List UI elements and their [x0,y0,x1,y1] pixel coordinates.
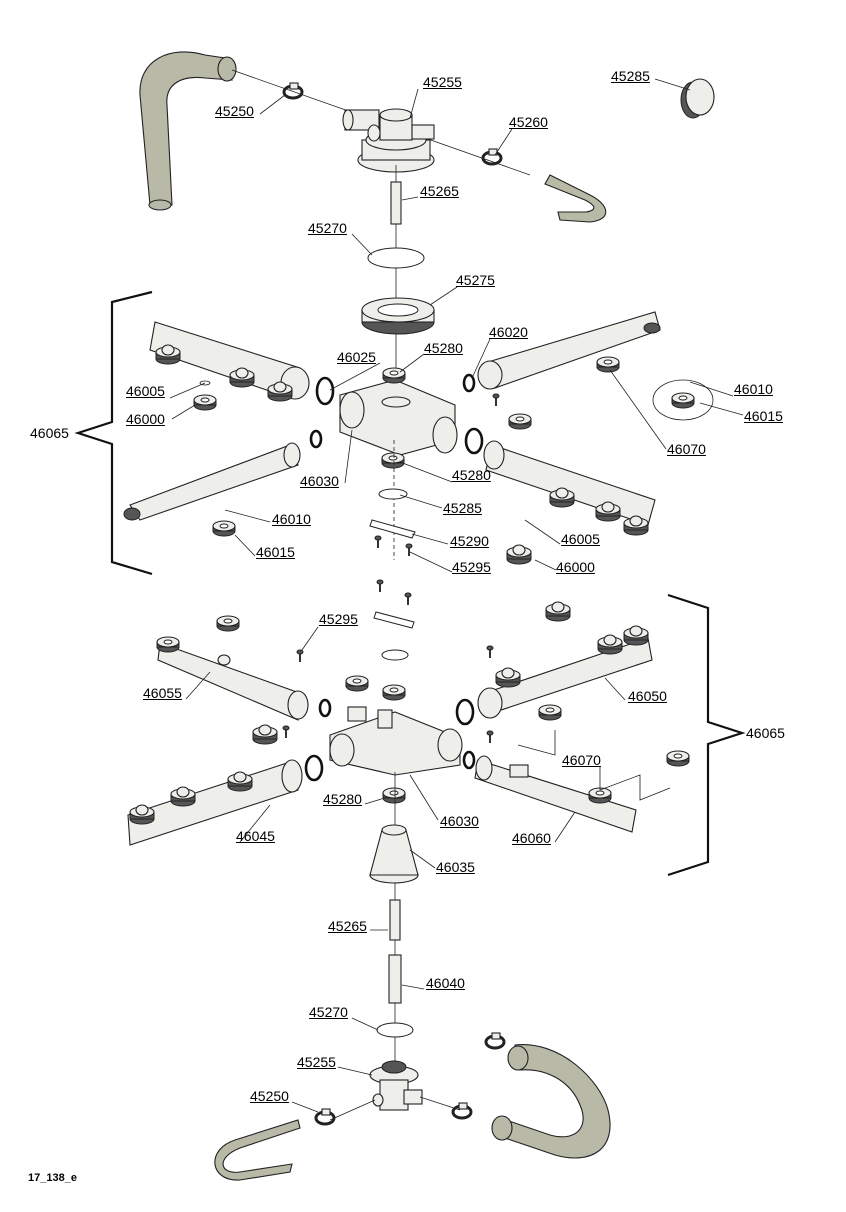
part-label: 46055 [143,685,182,701]
hose-bottom-left [214,1119,301,1181]
part-label: 45280 [424,340,463,356]
part-label: 46025 [337,349,376,365]
part-label: 46020 [489,324,528,340]
part-label: 46030 [440,813,479,829]
part-label: 45250 [215,103,254,119]
part-label: 45270 [309,1004,348,1020]
part-label: 45280 [452,467,491,483]
end-cap [680,78,715,119]
part-label: 45295 [452,559,491,575]
part-label: 46050 [628,688,667,704]
part-label: 45290 [450,533,489,549]
part-label: 46005 [126,383,165,399]
part-label: 45260 [509,114,548,130]
part-label: 45265 [328,918,367,934]
part-label: 45285 [611,68,650,84]
shaft-45265 [390,181,402,225]
part-label: 46065 [746,725,785,741]
bottom-assembly [214,1031,611,1181]
part-label: 45275 [456,272,495,288]
distributor-head-bottom [369,1060,423,1111]
tube-46040 [388,954,402,1004]
part-label: 46015 [256,544,295,560]
part-label: 45280 [323,791,362,807]
part-label: 45255 [297,1054,336,1070]
part-label: 46000 [556,559,595,575]
threaded-ring-45275 [361,297,435,335]
part-label: 46070 [667,441,706,457]
part-label: 46015 [744,408,783,424]
part-label: 46070 [562,752,601,768]
hose-top-right [544,174,607,223]
distributor-head-top [342,108,435,173]
top-assembly [139,51,715,400]
part-label: 46000 [126,411,165,427]
part-label: 45285 [443,500,482,516]
base-46035 [369,824,419,884]
hose-clamp [282,81,304,100]
part-label: 45265 [420,183,459,199]
part-label: 46040 [426,975,465,991]
part-label: 45250 [250,1088,289,1104]
leader-lines [169,78,744,1113]
part-label: 45295 [319,611,358,627]
part-label: 46005 [561,531,600,547]
part-label: 46060 [512,830,551,846]
part-label: 46010 [272,511,311,527]
part-label: 46065 [30,425,69,441]
o-ring-45270 [367,247,425,269]
part-label: 46030 [300,473,339,489]
drawing-reference: 17_138_e [28,1172,77,1184]
lower-spray-arm [127,579,746,1080]
part-label: 46010 [734,381,773,397]
upper-spray-arm [74,290,714,576]
part-label: 45255 [423,74,462,90]
hose-top-left [139,51,233,206]
hose-bottom-right [499,1044,611,1159]
shaft-45265b [389,899,401,941]
part-label: 46045 [236,828,275,844]
part-label: 46035 [436,859,475,875]
part-label: 45270 [308,220,347,236]
